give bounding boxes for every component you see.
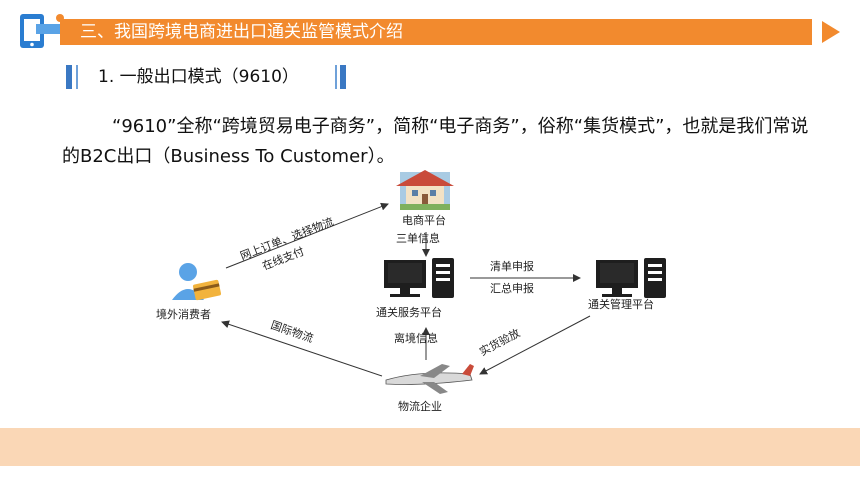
next-arrow-icon[interactable] (820, 19, 842, 45)
arrow-customs-to-logistics (479, 315, 591, 375)
footer-band (0, 428, 860, 466)
edge-intl-logistics: 国际物流 (269, 318, 315, 346)
subheading-bar-right (340, 65, 346, 89)
edge-declare-list: 清单申报 (490, 259, 534, 273)
computer-icon (384, 258, 454, 298)
arrow-logistics-to-consumer (221, 320, 383, 377)
node-logistics: 物流企业 (398, 399, 442, 413)
subheading-bar-left (66, 65, 72, 89)
computer-icon (596, 258, 666, 298)
customs-flow-diagram: 电商平台 境外消费者 通关服务平台 (150, 160, 710, 420)
edge-inspection: 实货验放 (477, 326, 522, 359)
header-bar (60, 19, 812, 45)
airplane-icon (385, 364, 474, 394)
edge-departure-info: 离境信息 (394, 331, 438, 345)
subheading-bar-right-thin (335, 65, 337, 89)
consumer-icon (172, 263, 222, 301)
edge-declare-summary: 汇总申报 (490, 281, 534, 295)
subheading-bar-left-thin (76, 65, 78, 89)
node-customs: 通关管理平台 (588, 297, 654, 311)
phone-logo-icon (16, 8, 68, 52)
node-service: 通关服务平台 (376, 305, 442, 319)
arrow-consumer-to-ecommerce (225, 202, 389, 269)
edge-three-docs: 三单信息 (396, 231, 440, 245)
subheading: 1. 一般出口模式（9610） (98, 67, 299, 87)
house-icon (396, 170, 454, 210)
node-consumer: 境外消费者 (156, 307, 211, 321)
page-title: 三、我国跨境电商进出口通关监管模式介绍 (80, 22, 403, 42)
intro-paragraph: “9610”全称“跨境贸易电子商务”，简称“电子商务”，俗称“集货模式”，也就是… (62, 116, 809, 167)
node-ecommerce: 电商平台 (402, 213, 446, 227)
